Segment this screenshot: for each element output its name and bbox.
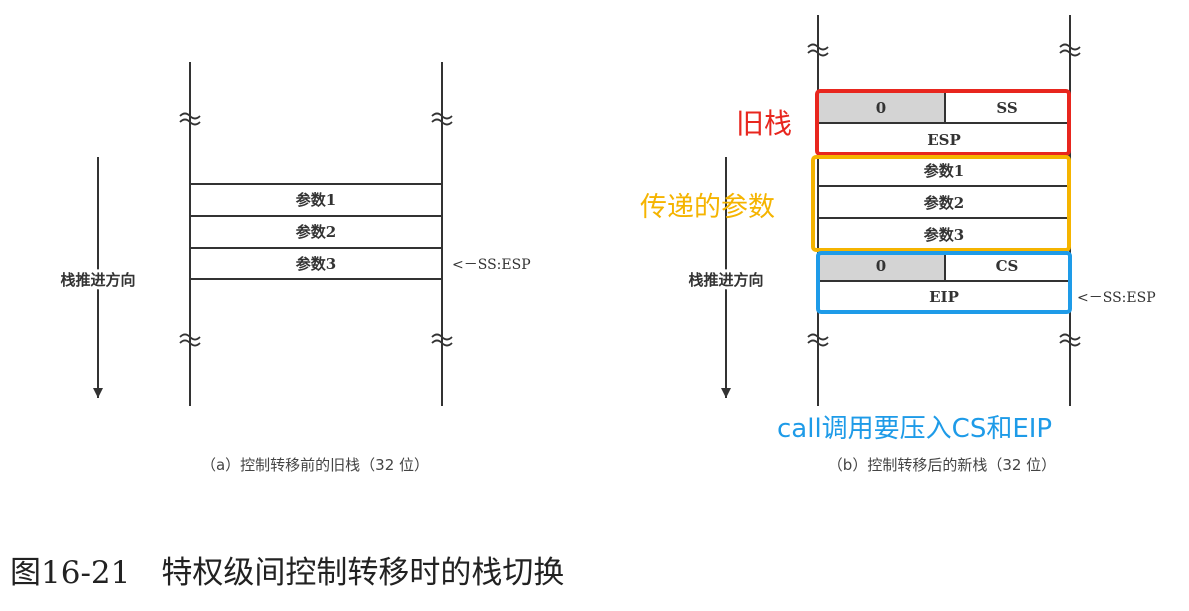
diagram-b-cell-cs: CS (996, 257, 1019, 275)
diagram-b-cell-param1: 参数1 (924, 162, 964, 180)
diagram-a-cell-param3: 参数3 (296, 255, 336, 273)
break-mark (807, 333, 829, 347)
diagram-a-caption: （a）控制转移前的旧栈（32 位） (201, 456, 429, 474)
diagram-b-cell-param3: 参数3 (924, 226, 964, 244)
diagram-b-cell-param2: 参数2 (924, 194, 964, 212)
diagram-a-pointer: <－SS:ESP (452, 257, 531, 273)
break-mark (431, 112, 453, 126)
diagram-b-break-marks (807, 43, 1081, 347)
diagram-a (189, 62, 443, 406)
diagram-b-cs-zero-cell (818, 250, 945, 281)
passed-params-highlight-box (811, 155, 1071, 252)
diagram-a-cell-param2: 参数2 (296, 223, 336, 241)
figure-title: 图16-21 特权级间控制转移时的栈切换 (10, 555, 564, 591)
diagram-b-caption: （b）控制转移后的新栈（32 位） (828, 456, 1056, 474)
diagram-b-cell-cs-zero: 0 (876, 257, 886, 275)
diagram-a-cell-param1: 参数1 (296, 191, 336, 209)
call-push-highlight-box (816, 251, 1072, 314)
diagram-b-pointer: <－SS:ESP (1077, 290, 1156, 306)
break-mark (179, 333, 201, 347)
annotation-call-push: call调用要压入CS和EIP (777, 414, 1052, 444)
diagram-b-cell-ss: SS (996, 99, 1017, 117)
old-stack-highlight-box (815, 89, 1071, 156)
diagram-b-cell-esp: ESP (927, 131, 961, 149)
annotation-passed-params: 传递的参数 (640, 192, 775, 223)
break-mark (1059, 43, 1081, 57)
annotation-old-stack: 旧栈 (736, 107, 792, 140)
diagram-a-break-marks (179, 112, 453, 347)
break-mark (807, 43, 829, 57)
diagram-a-direction-label: 栈推进方向 (60, 271, 135, 289)
diagram-b-cell-eip: EIP (929, 288, 959, 306)
break-mark (431, 333, 453, 347)
diagram-b-ss-zero-cell (818, 92, 945, 123)
break-mark (1059, 333, 1081, 347)
diagram-b-cell-ss-zero: 0 (876, 99, 886, 117)
break-mark (179, 112, 201, 126)
diagram-b-direction-label: 栈推进方向 (688, 271, 763, 289)
